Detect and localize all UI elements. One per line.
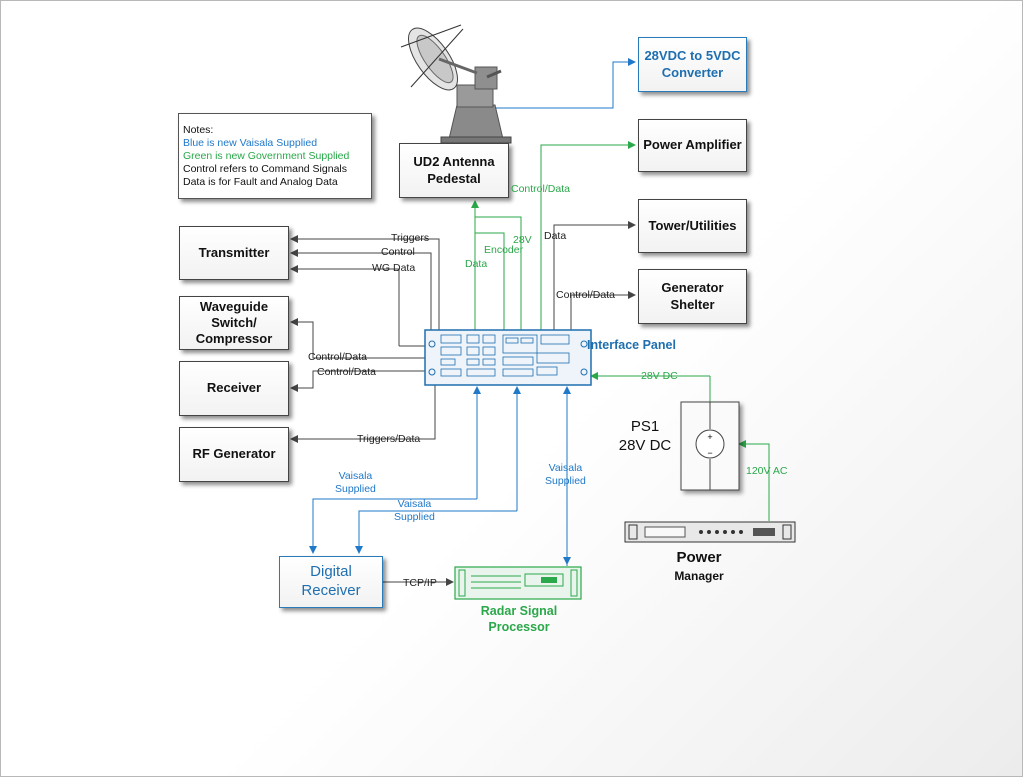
vaisala-supplied-label-3: Vaisala Supplied	[545, 462, 586, 487]
ps1-voltage-label: 28V DC	[618, 437, 672, 454]
rsp-label: Radar Signal Processor	[480, 604, 558, 634]
receiver-line	[290, 370, 425, 392]
control-data-wg-label: Control/Data	[308, 351, 367, 363]
vaisala-supplied-label-2: Vaisala Supplied	[394, 498, 435, 523]
converter-box: 28VDC to 5VDC Converter	[638, 37, 747, 92]
notes-data-line: Data is for Fault and Analog Data	[183, 176, 338, 188]
vaisala-line-1	[309, 498, 477, 554]
notes-green-line: Green is new Government Supplied	[183, 150, 350, 162]
power-label: Power	[676, 549, 722, 566]
v28-label: 28V	[513, 234, 532, 246]
triggers-line	[290, 235, 440, 330]
triggers-data-label: Triggers/Data	[357, 433, 421, 445]
wg-data-label: WG Data	[372, 262, 416, 274]
encoder-label: Encoder	[484, 244, 524, 256]
transmitter-box: Transmitter	[179, 226, 289, 280]
ps1-label: PS1	[630, 418, 660, 435]
ac120-label: 120V AC	[746, 465, 788, 477]
receiver-box: Receiver	[179, 361, 289, 416]
wg-data-line	[290, 265, 400, 346]
power-amplifier-box: Power Amplifier	[638, 119, 747, 172]
pa-control-line	[540, 141, 636, 330]
waveguide-line	[290, 318, 425, 359]
generator-shelter-box: Generator Shelter	[638, 269, 747, 324]
data-tower-label: Data	[544, 230, 567, 242]
notes-title: Notes:	[183, 124, 214, 136]
interface-panel-label: Interface Panel	[587, 338, 676, 352]
notes-blue-line: Blue is new Vaisala Supplied	[183, 137, 318, 149]
rf-generator-line	[290, 385, 436, 443]
control-data-pa-label: Control/Data	[511, 183, 570, 195]
vaisala-supplied-label-1: Vaisala Supplied	[335, 470, 376, 495]
rf-generator-box: RF Generator	[179, 427, 289, 482]
dc28-label: 28V DC	[641, 370, 678, 382]
tower-line	[553, 221, 636, 330]
tower-utilities-box: Tower/Utilities	[638, 199, 747, 253]
antenna-pedestal-box: UD2 Antenna Pedestal	[399, 143, 509, 198]
data-pedestal-label: Data	[465, 258, 488, 270]
manager-label: Manager	[674, 569, 724, 583]
encoder-line	[475, 232, 505, 330]
control-label: Control	[381, 246, 415, 258]
vaisala-line-2	[355, 510, 517, 554]
waveguide-box: Waveguide Switch/ Compressor	[179, 296, 289, 350]
control-data-gen-label: Control/Data	[556, 289, 615, 301]
svg-text:−: −	[707, 448, 712, 458]
pedestal-28v-line	[474, 216, 522, 330]
notes-legend: Notes: Blue is new Vaisala Supplied Gree…	[178, 113, 372, 199]
triggers-label: Triggers	[391, 232, 430, 244]
control-line	[290, 249, 432, 330]
ac120-line	[738, 440, 770, 521]
svg-text:+: +	[707, 432, 712, 442]
control-data-rx-label: Control/Data	[317, 366, 376, 378]
generator-line	[570, 291, 636, 330]
digital-receiver-box: Digital Receiver	[279, 556, 383, 608]
tcp-ip-label: TCP/IP	[403, 577, 437, 589]
notes-control-line: Control refers to Command Signals	[183, 163, 347, 175]
